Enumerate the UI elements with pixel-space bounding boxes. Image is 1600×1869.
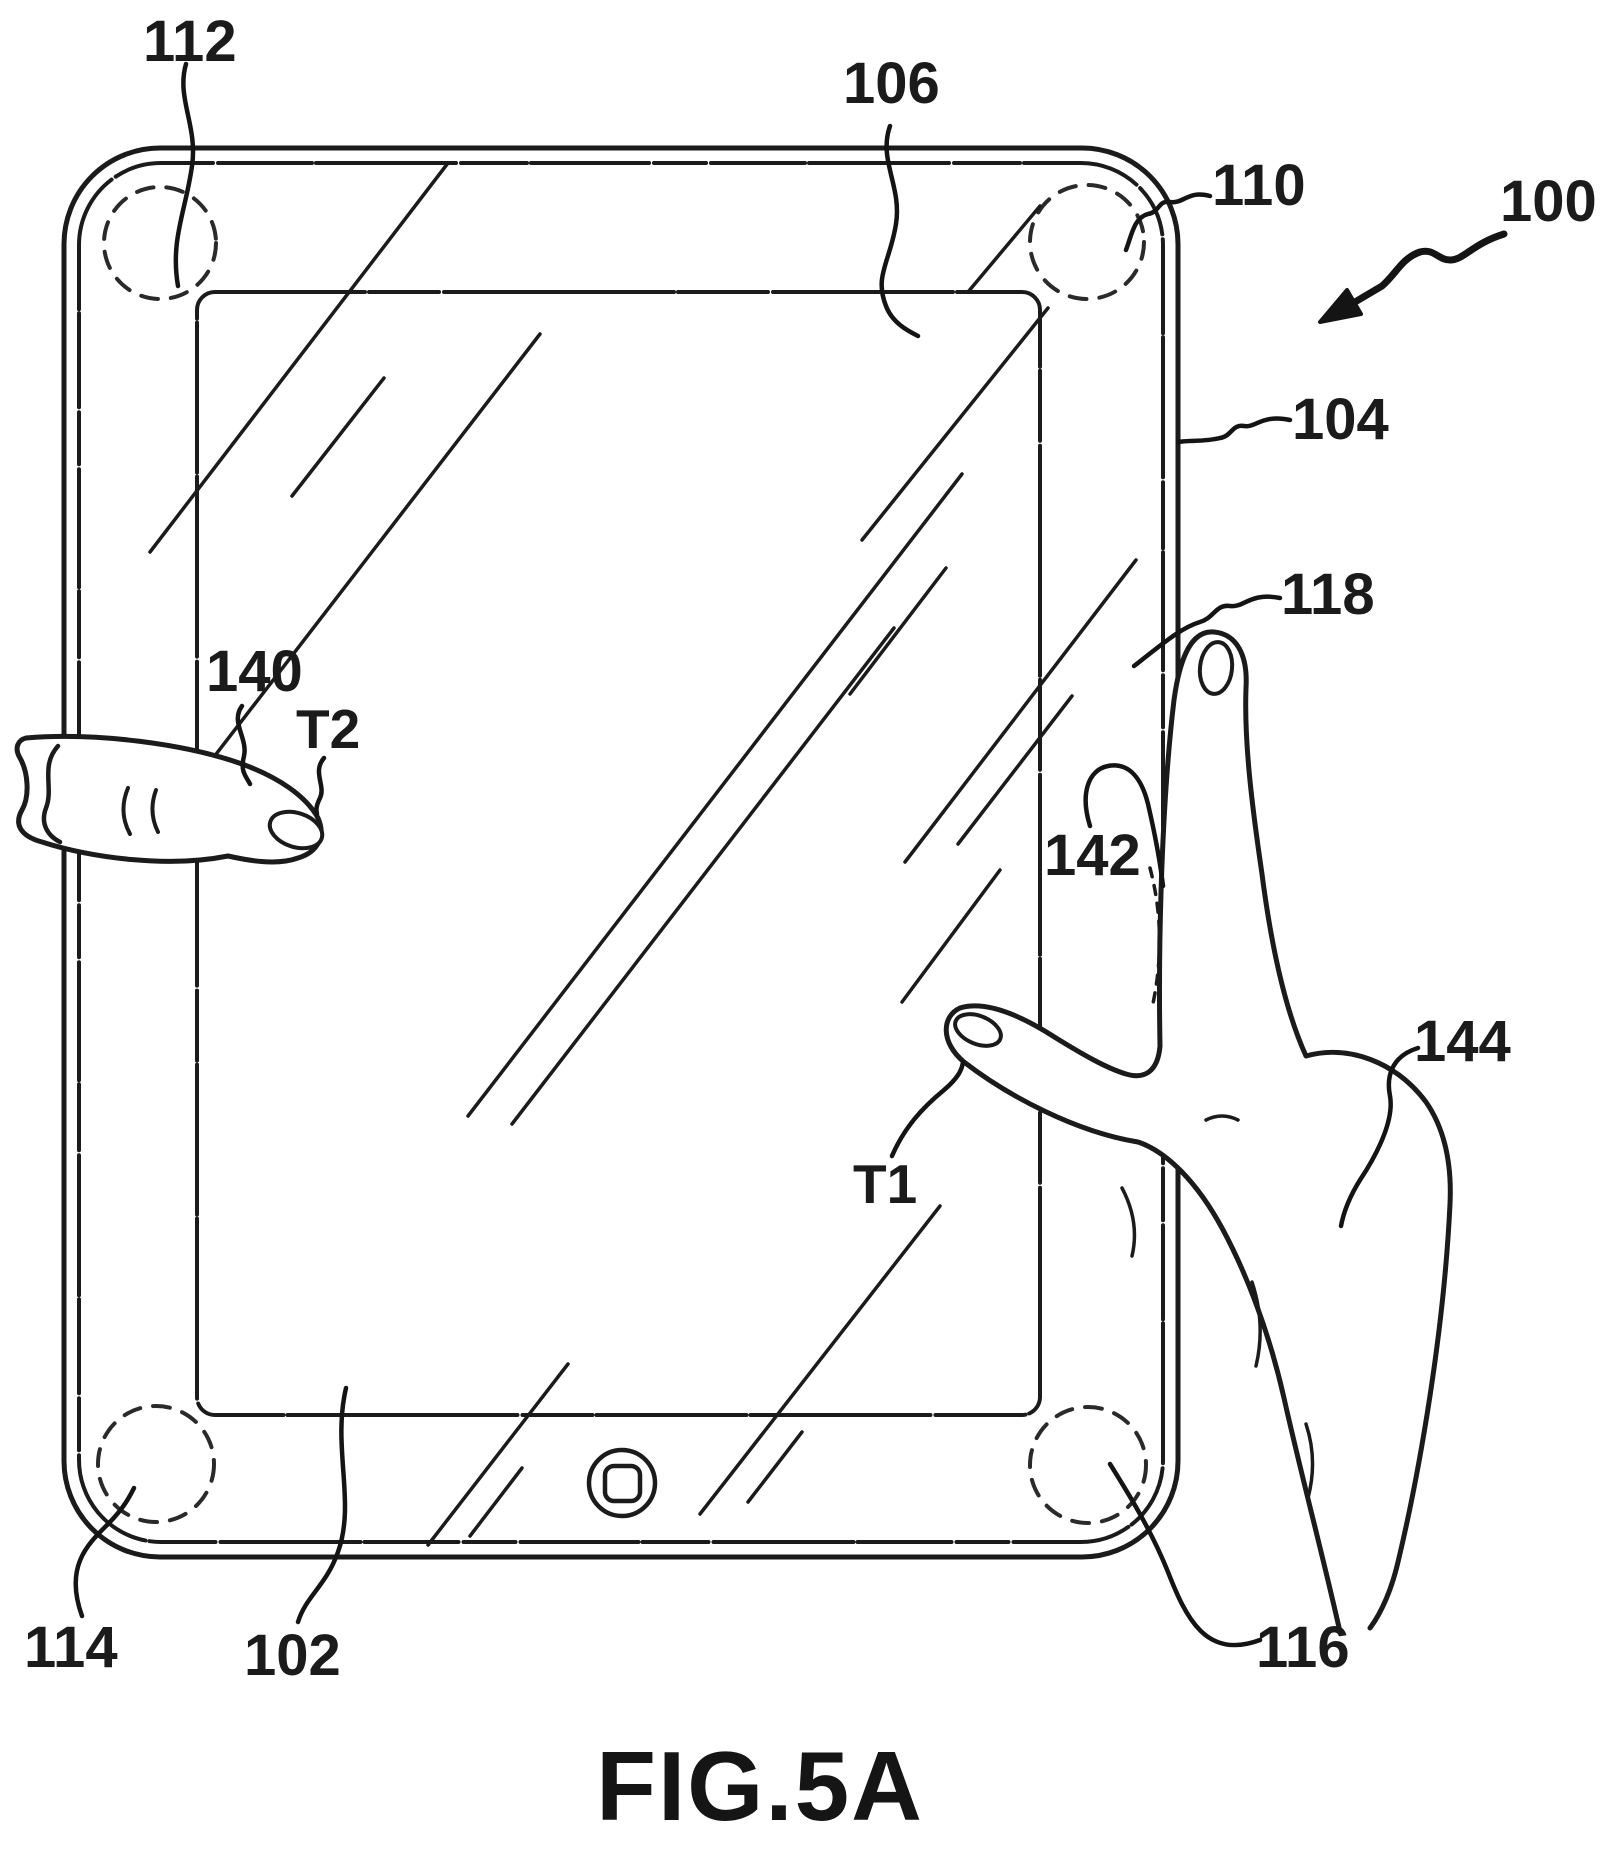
ref-label-T2: T2 [296, 698, 361, 760]
left-fingernail [267, 809, 325, 851]
arrow-100-head-icon [1318, 288, 1363, 324]
ref-label-114: 114 [24, 1615, 118, 1680]
leader-lines [73, 61, 1421, 1648]
ref-label-106: 106 [843, 51, 940, 116]
figure-caption: FIG.5A [596, 1731, 924, 1841]
right-hand [943, 629, 1453, 1635]
right-hand-silhouette [946, 631, 1451, 1630]
leader-106 [879, 123, 921, 339]
leader-112 [173, 61, 196, 289]
thumbnail [953, 1012, 1003, 1048]
leader-116 [1107, 1461, 1263, 1648]
ref-label-110: 110 [1212, 153, 1306, 218]
ref-label-T1: T1 [853, 1153, 918, 1215]
left-finger [14, 733, 325, 865]
leader-110 [1123, 192, 1213, 253]
left-finger-crease [121, 786, 160, 836]
ref-label-100: 100 [1500, 169, 1597, 234]
corner-sensors [96, 183, 1148, 1525]
arrow-100 [1318, 230, 1508, 324]
leader-140 [235, 703, 253, 787]
ref-label-102: 102 [244, 1623, 341, 1688]
sensor-circle-top-right-icon [1028, 183, 1146, 301]
left-finger-break-mark [41, 743, 63, 845]
index-fingernail [1197, 640, 1235, 696]
leader-114 [73, 1485, 137, 1619]
hand-creases [1120, 1114, 1315, 1500]
sensor-circle-bottom-left-icon [96, 1404, 216, 1524]
leader-144 [1338, 1045, 1421, 1229]
ref-label-142: 142 [1044, 823, 1141, 888]
sensor-circle-top-left-icon [102, 185, 218, 301]
leader-102 [295, 1385, 349, 1625]
leader-T2 [314, 755, 327, 817]
sensor-circle-bottom-right-icon [1028, 1405, 1148, 1525]
ref-label-144: 144 [1414, 1009, 1511, 1074]
leader-142 [1083, 763, 1166, 889]
home-button[interactable] [586, 1447, 658, 1519]
ref-label-118: 118 [1281, 562, 1375, 627]
leader-104 [1175, 416, 1293, 445]
arrow-100-shaft [1351, 230, 1508, 306]
leader-118 [1131, 594, 1283, 669]
ref-label-112: 112 [143, 9, 237, 74]
right-hand-outline [943, 629, 1453, 1635]
ref-label-140: 140 [206, 639, 303, 704]
leader-T1 [889, 1059, 966, 1159]
palm-behind-edge-arc [1148, 866, 1162, 1010]
ref-label-104: 104 [1292, 387, 1389, 452]
ref-label-116: 116 [1256, 1615, 1350, 1680]
